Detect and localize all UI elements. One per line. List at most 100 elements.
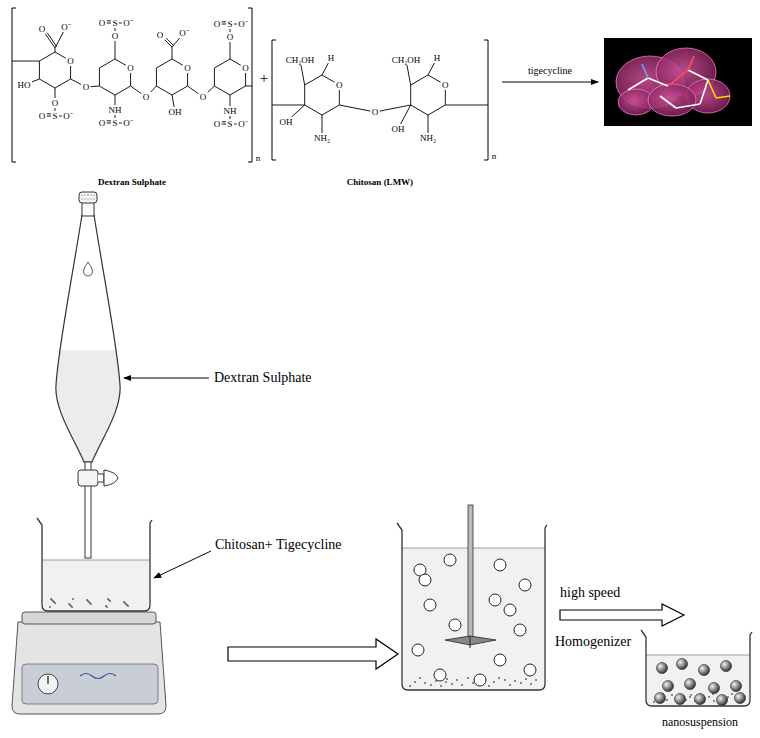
particle-circle — [524, 664, 536, 676]
bond-line — [188, 86, 199, 94]
atom-label: NH₂ — [314, 134, 330, 143]
hotplate-body — [12, 622, 166, 714]
bond-line — [445, 90, 446, 105]
sediment-dot — [414, 681, 416, 683]
bond-line — [156, 86, 172, 95]
bond-line — [230, 59, 241, 65]
sediment-dot — [125, 603, 127, 605]
atom-label: NH₂ — [420, 134, 436, 143]
sediment-dot — [123, 601, 125, 603]
sediment-dot — [127, 605, 129, 607]
bond-line — [59, 116, 62, 117]
bond-line — [115, 86, 131, 95]
atom-label: H — [434, 54, 441, 63]
funnel-neck — [82, 202, 94, 216]
beaker-liquid — [403, 548, 544, 689]
atom-label: O — [143, 93, 150, 102]
hotplate-stirrer — [12, 612, 166, 714]
process-label: Homogenizer — [555, 635, 631, 649]
atom-label: S — [227, 120, 232, 129]
atom-label: O⁻ — [179, 29, 189, 38]
nanoparticle — [677, 659, 688, 670]
atom-label: HO — [18, 81, 31, 90]
bond-line — [428, 115, 429, 133]
sediment-dot — [107, 598, 109, 600]
bond-line — [222, 124, 226, 125]
beaker-outline — [641, 630, 752, 706]
bond-line — [222, 24, 226, 25]
nanoparticle — [657, 663, 668, 674]
bond-line — [428, 63, 434, 75]
sediment-dot — [106, 606, 108, 608]
nanoparticle — [655, 693, 666, 704]
atom-label: O⁻ — [238, 20, 248, 29]
particle-circle — [519, 579, 531, 591]
bond-line — [172, 38, 180, 47]
molecule-stick — [708, 80, 716, 98]
atom-label: NH — [224, 107, 237, 116]
bond-line — [156, 68, 157, 86]
nanoparticle — [721, 661, 732, 672]
bond-line — [172, 95, 174, 107]
sediment-dot — [126, 604, 128, 606]
pointer-label: Dextran Sulphate — [214, 371, 312, 385]
atom-label: O⁻ — [63, 112, 73, 121]
double-bond-line — [107, 20, 111, 21]
bond-line — [47, 116, 51, 117]
bond-line — [151, 86, 157, 92]
atom-label: CH₂OH — [392, 56, 421, 65]
atom-label: S — [112, 119, 117, 128]
sediment-dot — [87, 600, 89, 602]
bond-line — [99, 68, 100, 86]
atom-label: O⁻ — [238, 120, 248, 129]
particle-circle — [419, 574, 431, 586]
stopper-texture — [93, 194, 94, 195]
particle-circle — [489, 594, 501, 606]
stirred-beaker — [397, 505, 547, 690]
bond-line — [187, 73, 188, 86]
sediment-dot — [109, 600, 111, 602]
atom-label: O — [67, 57, 74, 66]
particle-circle — [514, 624, 526, 636]
molecule-stick — [648, 78, 668, 86]
sediment-dot — [666, 699, 668, 701]
sediment-dot — [525, 678, 527, 680]
bond-line — [55, 32, 63, 48]
bond-line — [70, 66, 71, 79]
bond-line — [107, 123, 111, 124]
bond-line — [230, 86, 246, 95]
stopper-texture — [84, 194, 85, 195]
bond-line — [428, 105, 445, 115]
bond-line — [305, 105, 322, 115]
bond-line — [32, 79, 39, 82]
atom-label: O — [442, 81, 449, 90]
molecule-stick — [688, 56, 694, 70]
sediment-dot — [430, 684, 432, 686]
sediment-dot — [451, 683, 453, 685]
polymer-bracket — [12, 8, 16, 162]
bond-line — [39, 52, 55, 61]
sediment-dot — [731, 693, 733, 695]
sediment-dot — [69, 604, 71, 606]
sediment-dot — [671, 694, 673, 696]
atom-label: OH — [392, 125, 405, 134]
stopcock-barrel — [78, 470, 98, 486]
bond-line — [401, 105, 411, 124]
polymer-bracket — [248, 8, 252, 162]
leader-arrow — [124, 378, 209, 379]
sediment-dot — [461, 684, 463, 686]
pointer-label: Chitosan+ Tigecycline — [215, 538, 342, 552]
bond-line — [411, 75, 428, 85]
sediment-dot — [493, 681, 495, 683]
bond-line — [55, 52, 66, 58]
atom-label: O — [39, 25, 46, 34]
sediment-dot — [409, 685, 411, 687]
bond-line — [208, 86, 215, 92]
atom-label: O — [372, 108, 379, 117]
bond-line — [245, 73, 246, 86]
bond-line — [119, 23, 122, 24]
atom-label: O — [127, 64, 134, 73]
bond-line — [12, 61, 39, 62]
repeat-subscript: n — [492, 152, 497, 161]
